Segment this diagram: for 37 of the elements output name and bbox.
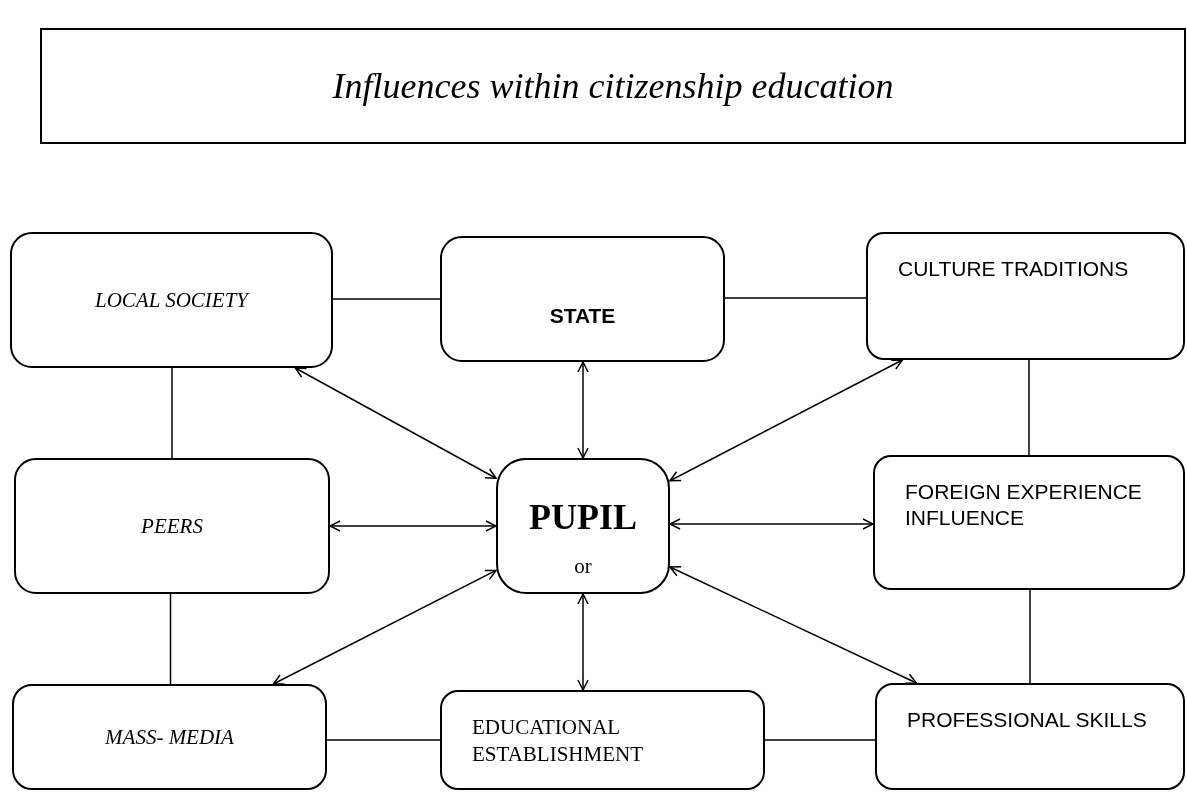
double-arrow — [577, 361, 589, 459]
rounded-box — [440, 690, 765, 790]
connector-line — [169, 593, 172, 685]
node-label: PEERS — [141, 513, 203, 539]
double-arrow — [669, 518, 874, 530]
double-arrow — [669, 565, 918, 684]
connector-line — [764, 739, 876, 741]
rounded-box — [10, 232, 333, 368]
rounded-box — [873, 455, 1185, 590]
title-box — [40, 28, 1186, 144]
connector-line — [1029, 589, 1031, 684]
rounded-box — [12, 684, 327, 790]
node-label: PUPIL — [529, 496, 637, 538]
node-label: LOCAL SOCIETY — [94, 287, 249, 313]
node-label: CULTURE TRADITIONS — [898, 256, 1129, 282]
node-label: EDUCATIONAL ESTABLISHMENT — [472, 714, 644, 769]
double-arrow — [669, 359, 904, 482]
node-label: MASS- MEDIA — [105, 724, 234, 750]
rounded-box — [875, 683, 1185, 790]
connector-line — [171, 367, 173, 459]
connector-line — [1028, 359, 1030, 456]
connector-line — [332, 298, 441, 300]
node-label: or — [574, 554, 592, 579]
connector-line — [326, 739, 441, 741]
double-arrow — [577, 593, 589, 691]
rounded-box — [440, 236, 725, 362]
rounded-box — [866, 232, 1185, 360]
rounded-box — [496, 458, 670, 594]
double-arrow — [329, 520, 497, 532]
node-label: STATE — [549, 304, 616, 328]
node-label: FOREIGN EXPERIENCE INFLUENCE — [905, 479, 1143, 532]
title-text: Influences within citizenship education — [332, 65, 894, 107]
connector-line — [724, 297, 867, 299]
rounded-box — [14, 458, 330, 594]
node-label: PROFESSIONAL SKILLS — [907, 707, 1147, 733]
double-arrow — [272, 569, 497, 685]
double-arrow — [294, 367, 497, 479]
